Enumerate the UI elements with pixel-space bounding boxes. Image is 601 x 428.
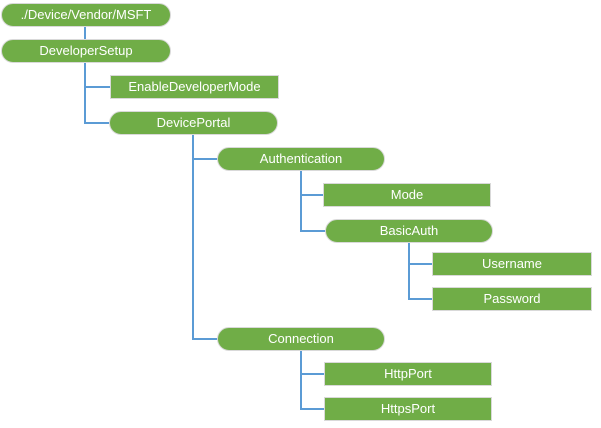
connector-branch-basicauth: [300, 230, 326, 232]
node-authentication: Authentication: [217, 147, 385, 171]
connector-branch-httpsport: [300, 408, 325, 410]
connector-developersetup-trunk: [84, 63, 86, 124]
connector-root-trunk: [84, 27, 86, 39]
node-connection: Connection: [217, 327, 385, 351]
connector-branch-mode: [300, 194, 324, 196]
node-password: Password: [432, 287, 592, 311]
connector-basicauth-trunk: [408, 243, 410, 300]
node-developersetup: DeveloperSetup: [1, 39, 171, 63]
node-basicauth: BasicAuth: [325, 219, 493, 243]
connector-branch-httpport: [300, 373, 325, 375]
connector-branch-authentication: [192, 158, 218, 160]
connector-branch-deviceportal: [84, 122, 110, 124]
node-mode: Mode: [323, 183, 491, 207]
node-enabledevelopermode: EnableDeveloperMode: [110, 75, 279, 99]
connector-branch-connection: [192, 338, 218, 340]
connector-deviceportal-trunk: [192, 135, 194, 340]
connector-branch-username: [408, 263, 433, 265]
node-httpport: HttpPort: [324, 362, 492, 386]
node-httpsport: HttpsPort: [324, 397, 492, 421]
connector-authentication-trunk: [300, 171, 302, 232]
node-root: ./Device/Vendor/MSFT: [1, 3, 171, 27]
connector-branch-enabledevelopermode: [84, 86, 111, 88]
connector-branch-password: [408, 298, 433, 300]
node-username: Username: [432, 252, 592, 276]
node-deviceportal: DevicePortal: [109, 111, 278, 135]
connector-connection-trunk: [300, 351, 302, 410]
